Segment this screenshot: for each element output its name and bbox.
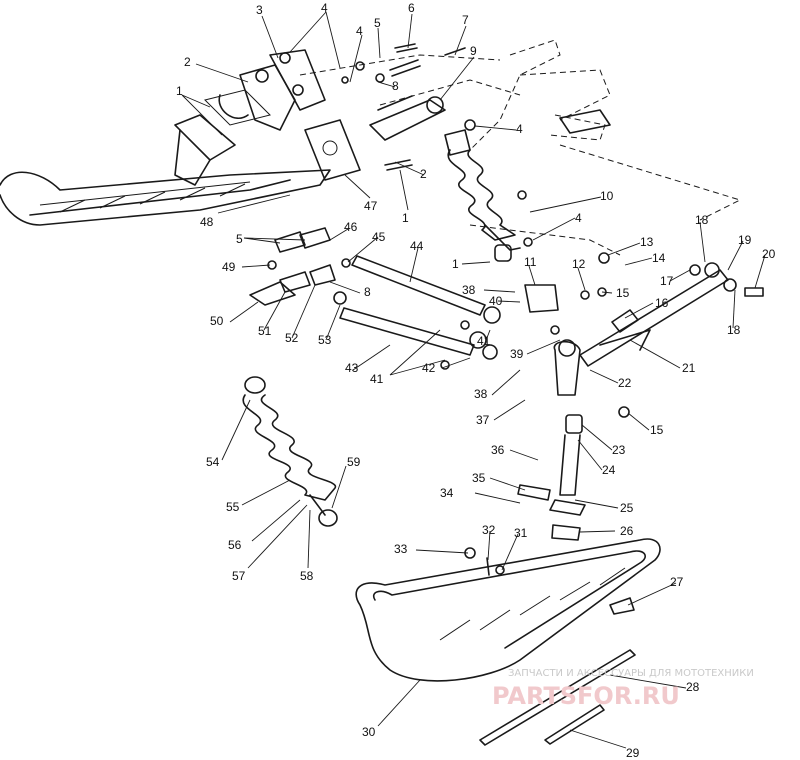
tie-rod-assembly <box>579 262 764 418</box>
callout-48: 48 <box>200 215 214 229</box>
callout-33: 33 <box>394 542 408 556</box>
callout-16: 16 <box>655 296 669 310</box>
callout-57: 57 <box>232 569 246 583</box>
callout-53: 53 <box>318 333 332 347</box>
left-brackets <box>249 227 351 306</box>
callout-54: 54 <box>206 455 220 469</box>
callout-28: 28 <box>686 680 700 694</box>
callout-3: 3 <box>256 3 263 17</box>
callout-1: 1 <box>452 257 459 271</box>
callout-51: 51 <box>258 324 272 338</box>
callout-2: 2 <box>184 55 191 69</box>
callout-2: 2 <box>420 167 427 181</box>
callout-23: 23 <box>612 443 626 457</box>
callout-1: 1 <box>402 211 409 225</box>
callout-25: 25 <box>620 501 634 515</box>
callout-22: 22 <box>618 376 632 390</box>
callout-18: 18 <box>695 213 709 227</box>
watermark-caption: ЗАПЧАСТИ И АКСЕССУАРЫ ДЛЯ МОТОТЕХНИКИ <box>508 668 754 679</box>
callout-49: 49 <box>222 260 236 274</box>
callout-10: 10 <box>600 189 614 203</box>
callout-8: 8 <box>364 285 371 299</box>
callout-44: 44 <box>410 239 424 253</box>
callout-32: 32 <box>482 523 496 537</box>
skags <box>479 649 636 746</box>
radius-rods <box>339 255 501 370</box>
callout-4: 4 <box>356 24 363 38</box>
callout-labels: 1 2 3 4 4 5 6 7 8 9 4 2 1 47 48 10 4 13 … <box>176 1 776 760</box>
watermark-brand: PARTSFOR.RU <box>492 682 680 710</box>
callout-56: 56 <box>228 538 242 552</box>
callout-14: 14 <box>652 251 666 265</box>
callout-4: 4 <box>321 1 328 15</box>
callout-40: 40 <box>489 294 503 308</box>
callout-31: 31 <box>514 526 528 540</box>
callout-1: 1 <box>176 84 183 98</box>
callout-12: 12 <box>572 257 586 271</box>
callout-37: 37 <box>476 413 490 427</box>
chassis-frame <box>299 39 742 256</box>
callout-4: 4 <box>516 122 523 136</box>
callout-30: 30 <box>362 725 376 739</box>
callout-38: 38 <box>462 283 476 297</box>
callout-5: 5 <box>374 16 381 30</box>
callout-13: 13 <box>640 235 654 249</box>
callout-18: 18 <box>727 323 741 337</box>
callout-43: 43 <box>345 361 359 375</box>
upper-shock-absorber <box>444 129 610 264</box>
callout-35: 35 <box>472 471 486 485</box>
callout-19: 19 <box>738 233 752 247</box>
watermark: ЗАПЧАСТИ И АКСЕССУАРЫ ДЛЯ МОТОТЕХНИКИ PA… <box>492 668 754 710</box>
callout-20: 20 <box>762 247 776 261</box>
top-brackets <box>239 43 476 181</box>
callout-11: 11 <box>524 255 537 269</box>
callout-21: 21 <box>682 361 696 375</box>
callout-9: 9 <box>470 44 477 58</box>
callout-41: 41 <box>477 334 491 348</box>
callout-36: 36 <box>491 443 505 457</box>
callout-39: 39 <box>510 347 524 361</box>
callout-7: 7 <box>462 13 469 27</box>
callout-27: 27 <box>670 575 684 589</box>
callout-34: 34 <box>440 486 454 500</box>
callout-6: 6 <box>408 1 415 15</box>
callout-26: 26 <box>620 524 634 538</box>
callout-46: 46 <box>344 220 358 234</box>
bulkhead-frame <box>0 89 331 226</box>
callout-29: 29 <box>626 746 640 760</box>
callout-58: 58 <box>300 569 314 583</box>
leader-lines <box>181 11 766 749</box>
callout-38: 38 <box>474 387 488 401</box>
callout-8: 8 <box>392 79 399 93</box>
callout-41: 41 <box>370 372 384 386</box>
callout-42: 42 <box>422 361 436 375</box>
callout-5: 5 <box>236 232 243 246</box>
callout-50: 50 <box>210 314 224 328</box>
callout-52: 52 <box>285 331 299 345</box>
callout-55: 55 <box>226 500 240 514</box>
callout-24: 24 <box>602 463 616 477</box>
callout-45: 45 <box>372 230 386 244</box>
spindle-assembly <box>517 284 607 541</box>
callout-15: 15 <box>616 286 630 300</box>
callout-4: 4 <box>575 211 582 225</box>
callout-59: 59 <box>347 455 361 469</box>
callout-47: 47 <box>364 199 378 213</box>
callout-17: 17 <box>660 274 674 288</box>
callout-15: 15 <box>650 423 664 437</box>
lower-shock-absorber <box>242 376 338 527</box>
